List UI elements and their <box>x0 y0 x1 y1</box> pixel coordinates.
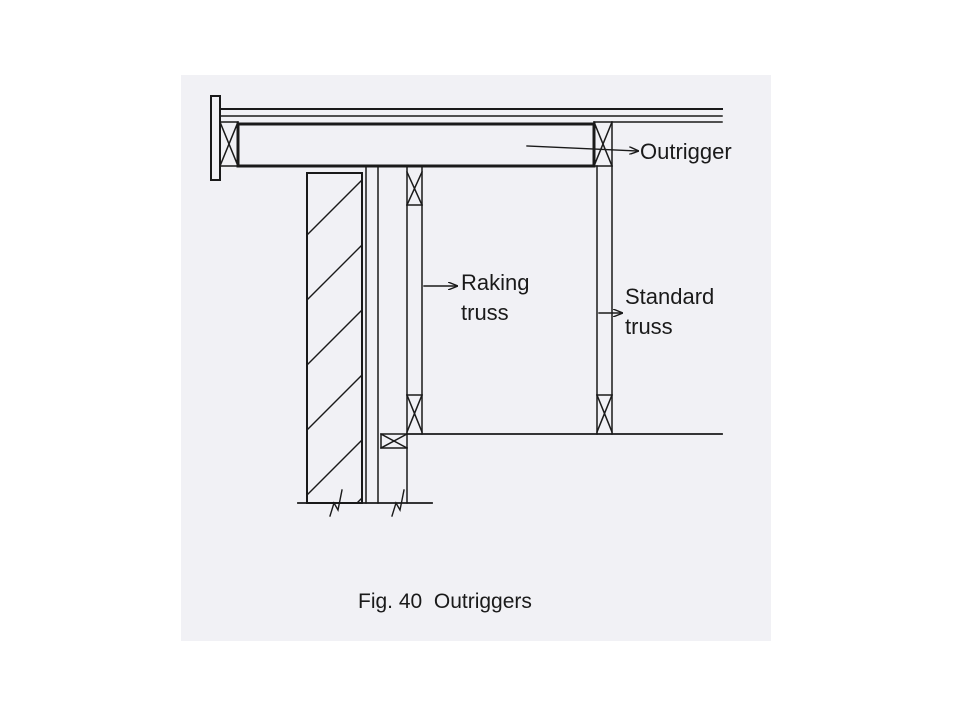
break-mark-right <box>391 489 405 517</box>
figure-panel <box>181 75 771 641</box>
outrigger-beam <box>236 122 596 168</box>
standard-truss-label-line2: truss <box>625 314 673 339</box>
raking-truss-label: Raking truss <box>461 268 529 328</box>
outrigger-arrow <box>526 145 638 151</box>
left-wedge <box>219 121 239 167</box>
figure-caption: Fig. 40 Outriggers <box>358 590 532 613</box>
right-wedge <box>593 121 613 167</box>
standard-truss-label: Standard truss <box>625 282 714 342</box>
standard-truss-label-line1: Standard <box>625 284 715 309</box>
end-board <box>210 95 221 181</box>
raking-truss-label-line1: Raking <box>461 270 530 295</box>
outrigger-label: Outrigger <box>640 139 732 164</box>
bottom-wedge <box>379 432 409 504</box>
break-mark-left <box>329 489 343 517</box>
raking-truss <box>406 165 423 435</box>
standard-truss <box>596 165 613 435</box>
hatched-wall <box>306 172 363 504</box>
raking-truss-label-line2: truss <box>461 300 509 325</box>
